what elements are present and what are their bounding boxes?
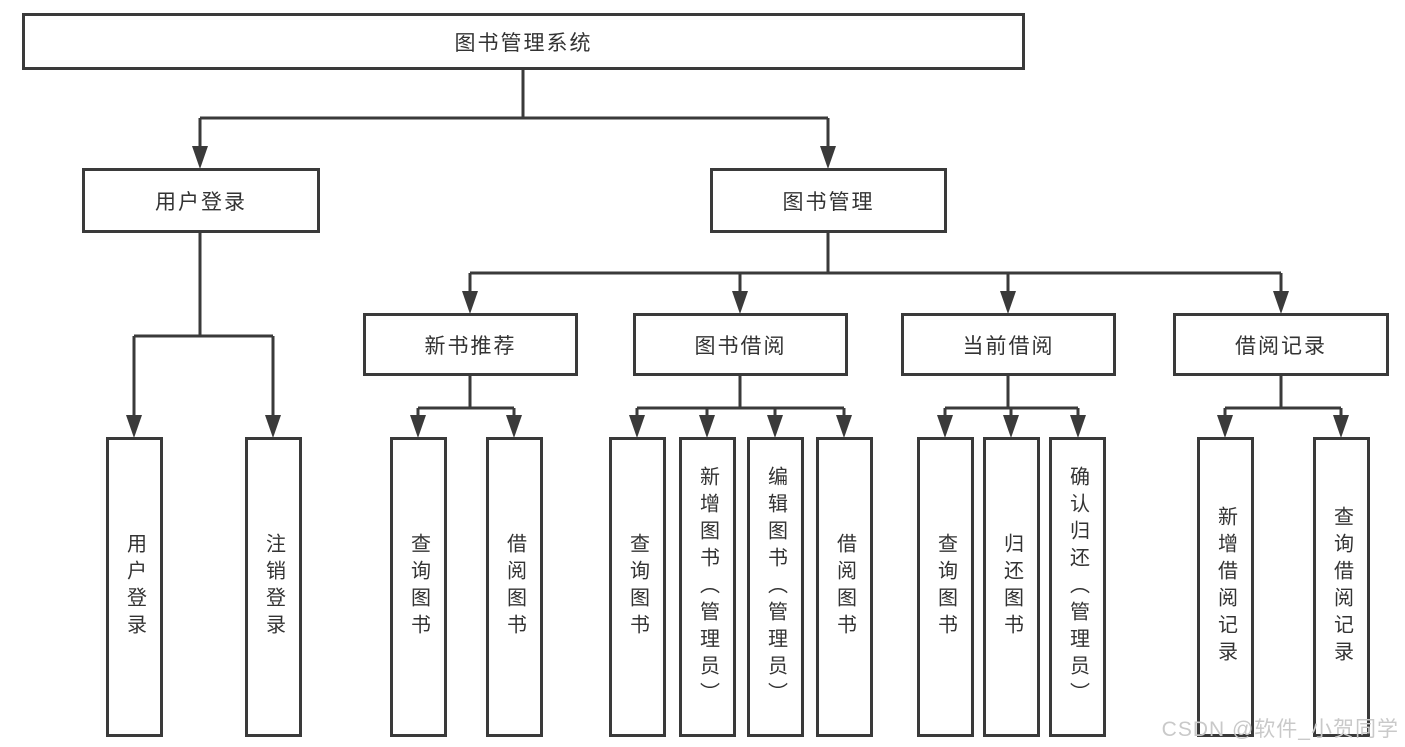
node-book-borrow: 图书借阅 — [633, 313, 848, 376]
node-leaf-nbr-query-books: 查询图书 — [390, 437, 447, 737]
node-leaf-cb-query-books: 查询图书 — [917, 437, 974, 737]
node-library-system-label: 图书管理系统 — [454, 31, 593, 55]
arrowhead — [1000, 291, 1016, 314]
node-current-borrow-label: 当前借阅 — [962, 334, 1055, 358]
node-leaf-br-query-record: 查询借阅记录 — [1313, 437, 1370, 737]
arrowhead — [937, 415, 953, 438]
arrowhead — [1070, 415, 1086, 438]
arrowhead — [1003, 415, 1019, 438]
arrowhead — [1273, 291, 1289, 314]
node-borrow-records-label: 借阅记录 — [1235, 334, 1327, 358]
node-leaf-bb-add-books-admin: 新增图书（管理员） — [679, 437, 736, 737]
node-leaf-nbr-query-books-label: 查询图书 — [407, 533, 430, 641]
node-leaf-bb-query-books: 查询图书 — [609, 437, 666, 737]
node-leaf-br-add-record: 新增借阅记录 — [1197, 437, 1254, 737]
arrowhead — [462, 291, 478, 314]
arrowhead — [820, 146, 836, 169]
node-leaf-bb-borrow-books: 借阅图书 — [816, 437, 873, 737]
node-leaf-bb-edit-books-admin: 编辑图书（管理员） — [747, 437, 804, 737]
arrowhead — [1333, 415, 1349, 438]
node-user-login: 用户登录 — [82, 168, 320, 233]
node-new-book-recommend: 新书推荐 — [363, 313, 578, 376]
node-leaf-br-add-record-label: 新增借阅记录 — [1214, 506, 1237, 668]
node-book-management-label: 图书管理 — [782, 190, 875, 214]
arrowhead — [699, 415, 715, 438]
node-leaf-br-query-record-label: 查询借阅记录 — [1330, 506, 1353, 668]
arrowhead — [126, 415, 142, 438]
node-book-management: 图书管理 — [710, 168, 947, 233]
node-leaf-logout-label: 注销登录 — [262, 533, 285, 641]
arrowhead — [836, 415, 852, 438]
node-leaf-user-login-label: 用户登录 — [123, 533, 146, 641]
node-book-borrow-label: 图书借阅 — [694, 334, 787, 358]
branch-book-borrow — [635, 376, 846, 420]
node-current-borrow: 当前借阅 — [901, 313, 1116, 376]
node-leaf-bb-query-books-label: 查询图书 — [626, 533, 649, 641]
node-leaf-bb-edit-books-admin-label: 编辑图书（管理员） — [764, 465, 787, 709]
arrowhead — [1217, 415, 1233, 438]
node-leaf-cb-query-books-label: 查询图书 — [934, 533, 957, 641]
node-new-book-recommend-label: 新书推荐 — [424, 334, 517, 358]
node-leaf-cb-return-books: 归还图书 — [983, 437, 1040, 737]
node-leaf-cb-return-books-label: 归还图书 — [1000, 533, 1023, 641]
node-leaf-user-login: 用户登录 — [106, 437, 163, 737]
branch-new-book-recommend — [416, 376, 516, 420]
node-leaf-nbr-borrow-books-label: 借阅图书 — [503, 533, 526, 641]
node-leaf-cb-confirm-return-admin: 确认归还（管理员） — [1049, 437, 1106, 737]
node-borrow-records: 借阅记录 — [1173, 313, 1389, 376]
branch-user-login — [132, 233, 275, 418]
node-library-system: 图书管理系统 — [22, 13, 1025, 70]
arrowhead — [767, 415, 783, 438]
node-leaf-bb-borrow-books-label: 借阅图书 — [833, 533, 856, 641]
arrowhead — [629, 415, 645, 438]
node-leaf-logout: 注销登录 — [245, 437, 302, 737]
csdn-watermark: CSDN @软件_小贺同学 — [1161, 718, 1399, 741]
arrowhead — [506, 415, 522, 438]
arrowhead — [732, 291, 748, 314]
node-leaf-cb-confirm-return-admin-label: 确认归还（管理员） — [1066, 465, 1089, 709]
arrowhead — [192, 146, 208, 169]
node-leaf-nbr-borrow-books: 借阅图书 — [486, 437, 543, 737]
branch-current-borrow — [943, 376, 1080, 420]
branch-book-management — [468, 233, 1283, 294]
node-user-login-label: 用户登录 — [155, 190, 247, 214]
branch-borrow-records — [1223, 376, 1343, 420]
trunk-root — [198, 70, 830, 150]
node-leaf-bb-add-books-admin-label: 新增图书（管理员） — [696, 465, 719, 709]
arrowhead — [265, 415, 281, 438]
arrowhead — [410, 415, 426, 438]
